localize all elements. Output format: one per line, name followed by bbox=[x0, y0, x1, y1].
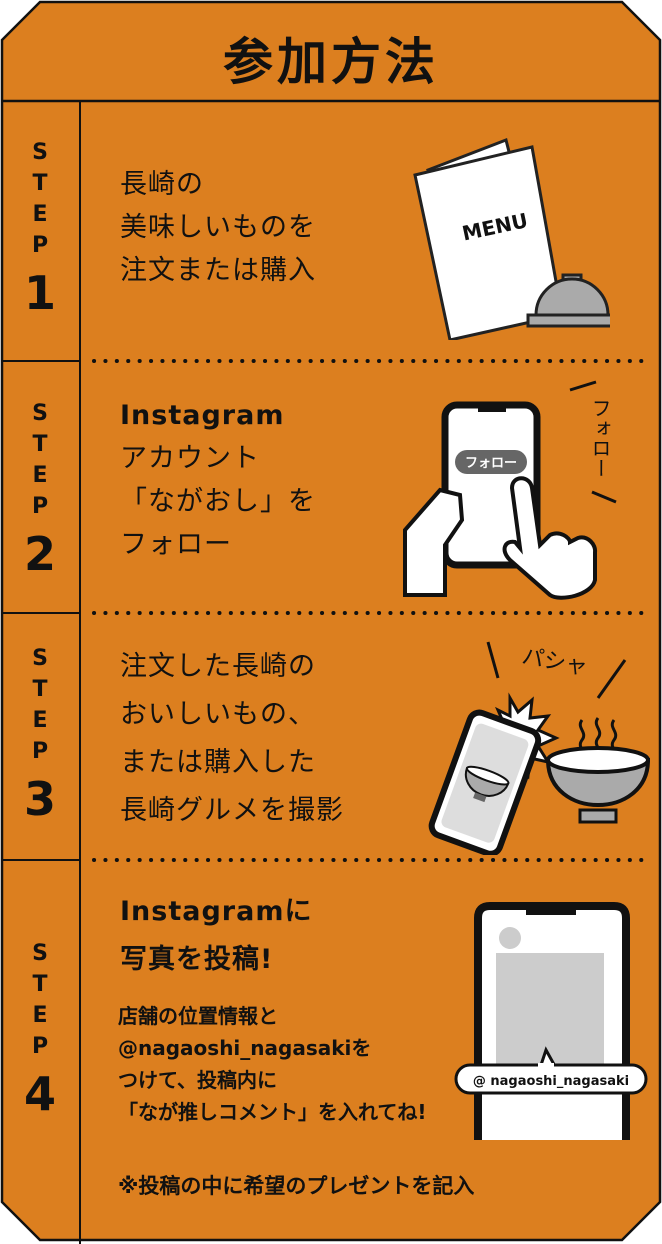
step-letter: S bbox=[32, 646, 48, 671]
step-4-label: S T E P 4 bbox=[0, 938, 80, 1120]
step-letter: P bbox=[31, 739, 49, 764]
step-letter: S bbox=[32, 941, 48, 966]
step-3-text: 注文した長崎の おいしいもの、 または購入した 長崎グルメを撮影 bbox=[120, 643, 344, 835]
phone-icon bbox=[441, 401, 541, 569]
menu-cloche-illustration: MENU bbox=[413, 137, 610, 340]
cloche-icon bbox=[526, 273, 610, 328]
step-2-label: S T E P 2 bbox=[0, 398, 80, 580]
step-line: 「ながおし」を bbox=[120, 486, 316, 517]
step-line: Instagram bbox=[120, 400, 285, 431]
phone-follow-illustration: フォロー フォロー bbox=[403, 380, 617, 600]
step-line: フォロー bbox=[120, 529, 232, 560]
step-4-subtext: 店舗の位置情報と @nagaoshi_nagasakiを つけて、投稿内に 「な… bbox=[118, 1000, 427, 1128]
step-line: 美味しいものを bbox=[120, 212, 316, 243]
follow-button-pill: フォロー bbox=[455, 450, 527, 474]
step-line: 注文または購入 bbox=[120, 255, 316, 286]
avatar-placeholder bbox=[499, 927, 521, 949]
step-line: 長崎グルメを撮影 bbox=[120, 795, 344, 826]
shutter-sound-text: パシャ bbox=[520, 644, 589, 680]
step-letter: P bbox=[31, 494, 49, 519]
step-letter: T bbox=[32, 972, 48, 997]
step-letter: T bbox=[32, 432, 48, 457]
photo-bowl-illustration: パシャ bbox=[428, 641, 651, 855]
step-letter: E bbox=[32, 463, 48, 488]
step-letter: S bbox=[32, 140, 48, 165]
step-4-text: Instagramに 写真を投稿! bbox=[120, 888, 312, 984]
shutter-lines bbox=[486, 641, 627, 699]
step-3-label: S T E P 3 bbox=[0, 643, 80, 825]
step-line: おいしいもの、 bbox=[120, 699, 316, 730]
step-line: 写真を投稿! bbox=[120, 944, 274, 975]
hand-icon bbox=[403, 476, 598, 600]
step-letter: P bbox=[31, 1034, 49, 1059]
step-letter: E bbox=[32, 708, 48, 733]
step-letter: S bbox=[32, 401, 48, 426]
step-letter: T bbox=[32, 677, 48, 702]
step-1-text: 長崎の 美味しいものを 注文または購入 bbox=[120, 163, 316, 292]
present-note: ※投稿の中に希望のプレゼントを記入 bbox=[118, 1174, 475, 1198]
step-letter: E bbox=[32, 1003, 48, 1028]
camera-phone-icon bbox=[428, 709, 542, 855]
handle-tag-text: @ nagaoshi_nagasaki bbox=[473, 1074, 629, 1089]
post-tag-illustration: @ nagaoshi_nagasaki bbox=[454, 902, 648, 1140]
step-letter: P bbox=[31, 233, 49, 258]
step-1-label: S T E P 1 bbox=[0, 137, 80, 319]
follow-side-text: フォロー bbox=[588, 398, 612, 478]
step-2-text: Instagram アカウント 「ながおし」を フォロー bbox=[120, 394, 316, 566]
step-subline: 店舗の位置情報と bbox=[118, 1004, 278, 1028]
step-number: 2 bbox=[23, 527, 56, 581]
step-letter: E bbox=[32, 202, 48, 227]
step-line: アカウント bbox=[120, 443, 260, 474]
instagram-handle: @nagaoshi_nagasakiを bbox=[118, 1036, 372, 1060]
follow-pill-label: フォロー bbox=[465, 456, 517, 471]
step-line: 注文した長崎の bbox=[120, 651, 316, 682]
step-line: または購入した bbox=[120, 747, 316, 778]
step-number: 3 bbox=[23, 772, 56, 826]
page-title: 参加方法 bbox=[223, 33, 439, 91]
rice-bowl-icon bbox=[545, 746, 651, 824]
step-subline: つけて、投稿内に bbox=[118, 1068, 277, 1092]
step-letter: T bbox=[32, 171, 48, 196]
step-line: 長崎の bbox=[120, 169, 204, 200]
handle-tag-bubble: @ nagaoshi_nagasaki bbox=[454, 1046, 648, 1095]
step-number: 4 bbox=[23, 1067, 56, 1121]
step-subline: 「なが推しコメント」を入れてね! bbox=[118, 1100, 427, 1124]
follow-exclaim-lines bbox=[569, 380, 617, 504]
step-line: Instagramに bbox=[120, 896, 313, 927]
step-number: 1 bbox=[23, 266, 56, 320]
